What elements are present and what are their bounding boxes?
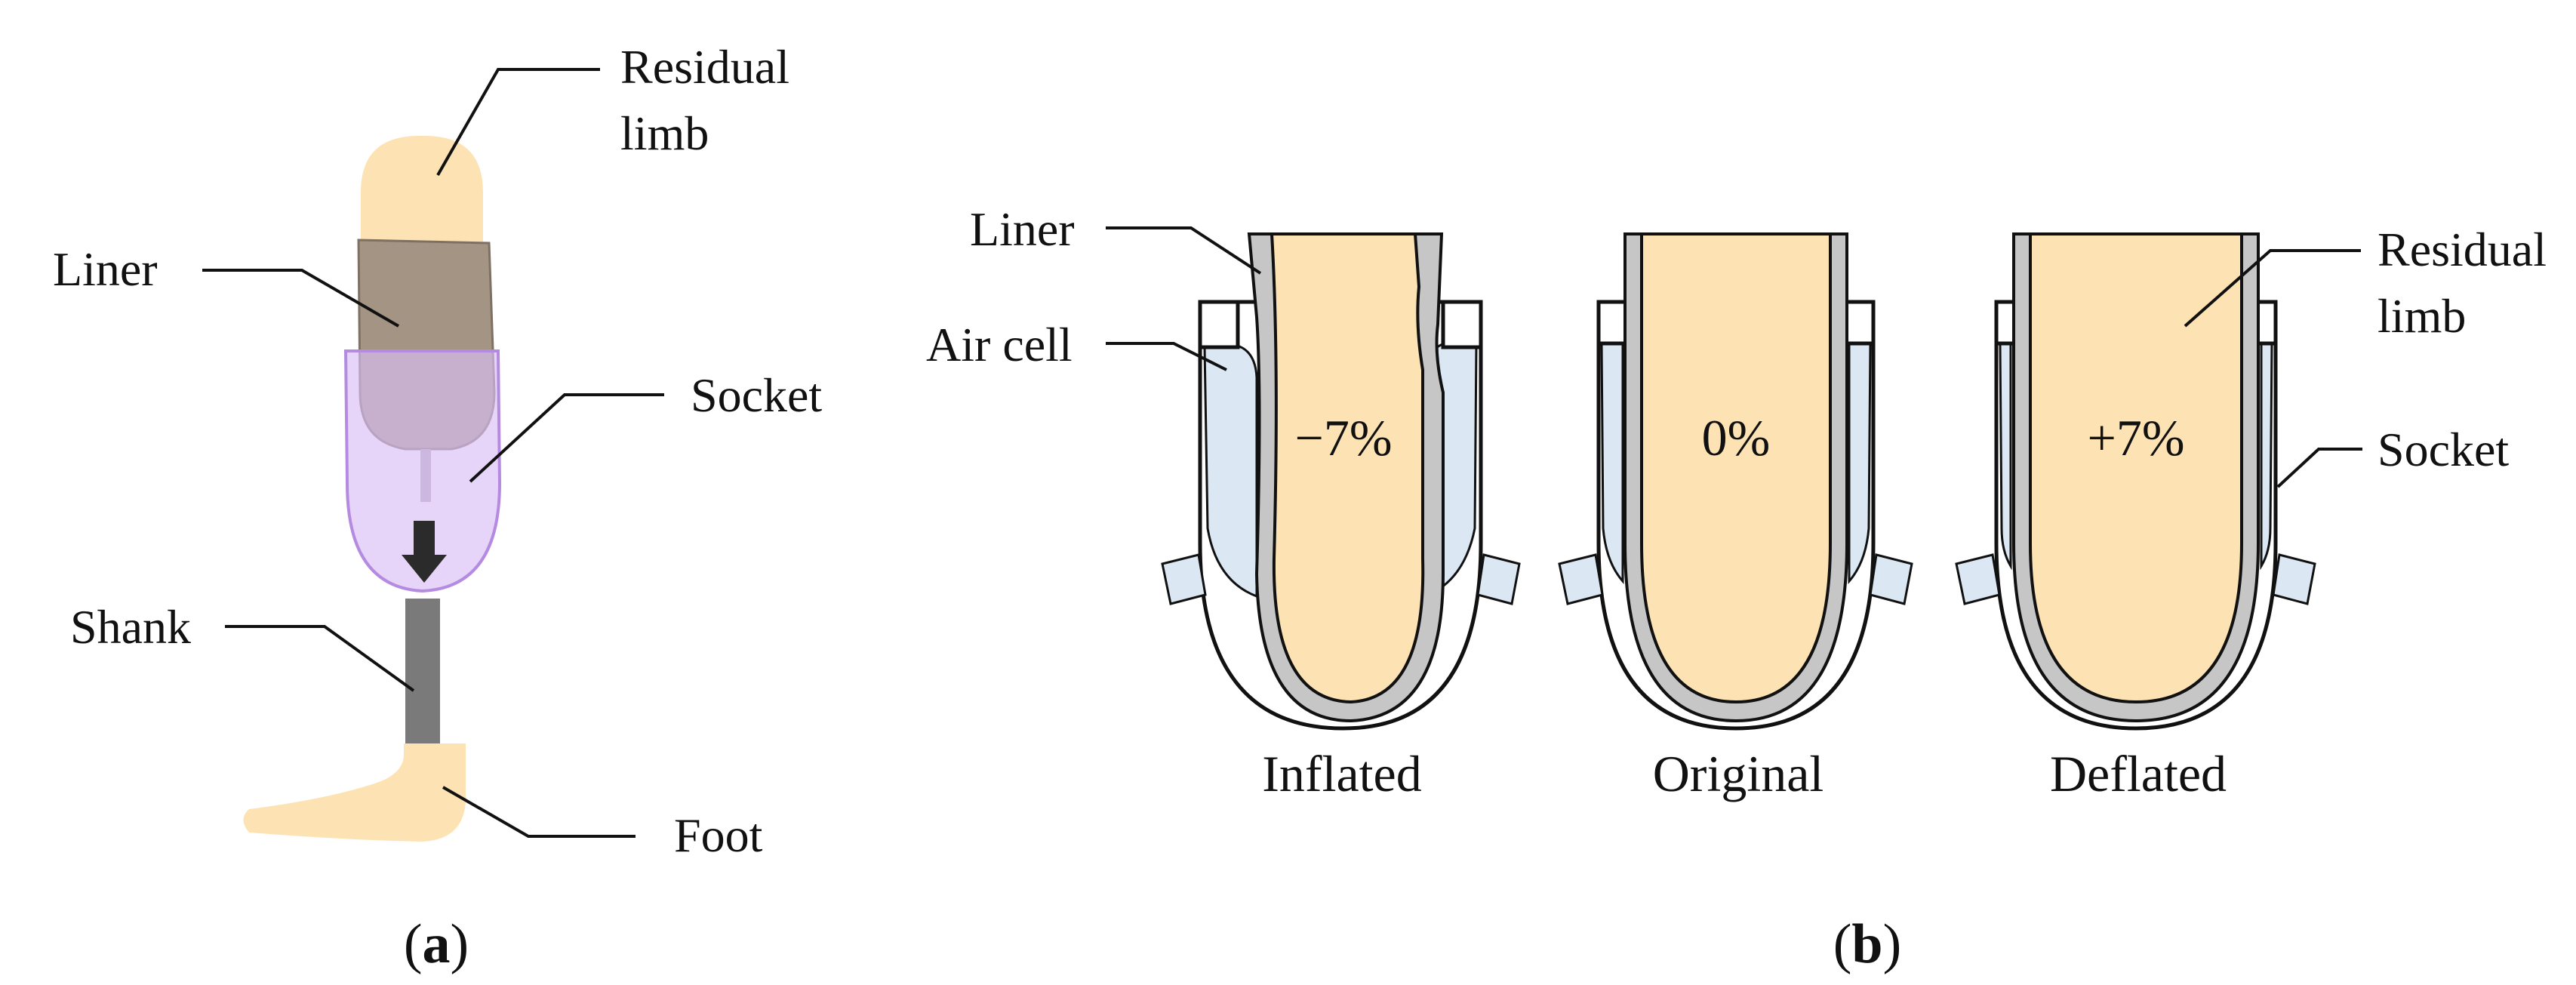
label-residual-limb-b-line1: Residual: [2377, 223, 2547, 276]
label-air-cell: Air cell: [926, 318, 1073, 371]
leader-liner-a: [202, 269, 400, 328]
leader-air-cell: [1106, 342, 1227, 371]
socket-deflated: +7% Deflated: [1955, 232, 2316, 802]
valve-right-inflated: [1476, 553, 1521, 605]
label-residual-limb-a-line2: limb: [620, 106, 709, 160]
panel-a-leaders: [202, 68, 664, 838]
valve-left-inflated: [1161, 553, 1207, 605]
leader-socket-a: [469, 393, 664, 483]
socket-inflated-top-right: [1441, 300, 1483, 349]
label-residual-limb-a-line1: Residual: [620, 40, 789, 94]
valve-right-original: [1869, 553, 1913, 605]
leader-foot: [442, 786, 636, 838]
shank-shape: [405, 599, 440, 746]
air-cell-right-deflated: [2260, 342, 2273, 571]
label-residual-limb-b-line2: limb: [2377, 289, 2466, 343]
socket-original: 0% Original: [1558, 232, 1913, 802]
panel-a: Residual limb Liner Socket Shank Foot (a…: [53, 40, 822, 975]
state-label-deflated: Deflated: [2050, 745, 2227, 802]
label-socket-b: Socket: [2377, 423, 2509, 476]
air-cell-left-original: [1600, 342, 1624, 584]
leader-residual-limb-b: [2184, 249, 2361, 328]
residual-limb-shape: [361, 136, 483, 245]
state-label-original: Original: [1653, 745, 1824, 802]
state-label-inflated: Inflated: [1262, 745, 1421, 802]
valve-right-deflated: [2272, 553, 2316, 605]
volume-change-deflated: +7%: [2088, 409, 2185, 466]
caption-b: (b): [1833, 913, 1901, 975]
volume-change-original: 0%: [1702, 409, 1771, 466]
leader-residual-limb-a: [436, 68, 600, 176]
label-liner-a: Liner: [53, 242, 158, 296]
valve-left-deflated: [1955, 553, 2001, 605]
leader-socket-b: [2276, 448, 2362, 488]
residual-limb-original: [1640, 232, 1832, 704]
socket-shape: [343, 349, 502, 593]
label-liner-b: Liner: [970, 202, 1075, 256]
panel-b: −7% Inflated 0% Original: [926, 202, 2547, 975]
label-shank: Shank: [70, 600, 191, 654]
valve-left-original: [1558, 553, 1604, 605]
leader-liner-b: [1106, 226, 1262, 275]
residual-limb-inflated: [1270, 232, 1425, 704]
volume-change-inflated: −7%: [1295, 409, 1393, 466]
label-socket-a: Socket: [691, 368, 822, 422]
socket-inflated-top-left: [1198, 300, 1240, 349]
air-cell-right-original: [1848, 342, 1872, 584]
label-foot: Foot: [674, 808, 763, 862]
panel-b-leaders: [1106, 226, 2362, 488]
air-cell-left-deflated: [1999, 342, 2012, 571]
foot-shape: [243, 743, 466, 842]
down-arrow-icon: [402, 521, 447, 583]
residual-limb-deflated: [2029, 232, 2243, 704]
socket-inflated: −7% Inflated: [1161, 232, 1521, 802]
caption-a: (a): [404, 913, 469, 975]
leader-shank: [225, 625, 415, 692]
